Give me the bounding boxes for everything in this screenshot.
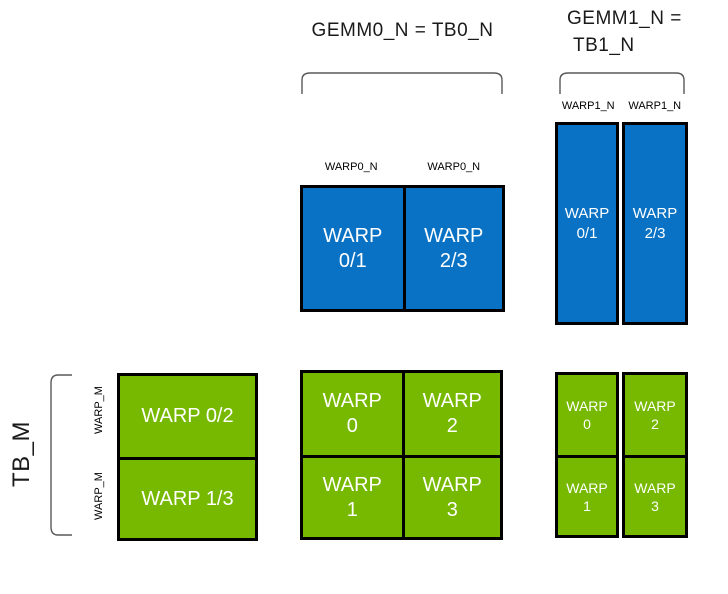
warp-cell-line1: WARP xyxy=(323,224,383,247)
warp-cell-line2: 2/3 xyxy=(644,224,666,242)
warp-cell-line1: WARP xyxy=(566,398,608,414)
warp-cell: WARP 2 xyxy=(625,375,685,455)
tb-m-axis-label: TB_M xyxy=(8,421,35,488)
gemm1-n-title: GEMM1_N = TB1_N xyxy=(567,5,701,59)
gemm1-output-column-1: WARP 0 WARP 1 xyxy=(555,372,619,538)
warp-cell-line2: 0/1 xyxy=(338,249,367,272)
warp1-n-label: WARP1_N xyxy=(561,100,615,112)
gemm0-output-tile: WARP 0 WARP 2 WARP 1 WARP 3 xyxy=(300,370,503,540)
tb-m-brace xyxy=(50,374,72,536)
gemm1-accumulator-column-2: WARP 2/3 xyxy=(622,122,688,325)
warp-cell-line2: 2/3 xyxy=(439,249,468,272)
warp-cell-line2: 0/1 xyxy=(576,224,598,242)
warp-cell: WARP 0 xyxy=(558,375,616,455)
warp-m-label: WARP_M xyxy=(93,472,105,520)
warp1-n-label: WARP1_N xyxy=(628,100,682,112)
tb-m-output-tile: WARP 0/2 WARP 1/3 xyxy=(117,373,258,541)
warp1-n-labels: WARP1_N WARP1_N xyxy=(555,100,688,115)
warp0-n-label: WARP0_N xyxy=(427,161,481,173)
warp-row-cell: WARP 1/3 xyxy=(120,457,255,538)
warp-cell-line1: WARP xyxy=(564,204,610,222)
warp-cell: WARP 3 xyxy=(401,455,500,537)
warp-cell-line2: 1 xyxy=(583,497,591,514)
warp-m-label: WARP_M xyxy=(93,386,105,434)
warp0-n-labels: WARP0_N WARP0_N xyxy=(300,161,505,176)
warp0-n-label: WARP0_N xyxy=(324,161,378,173)
gemm0-n-title: GEMM0_N = TB0_N xyxy=(311,20,494,41)
warp-cell-line1: WARP xyxy=(422,390,482,412)
warp-cell-line2: 1 xyxy=(346,498,358,521)
warp-cell: WARP 1 xyxy=(303,455,402,537)
warp-cell-line1: WARP xyxy=(566,479,608,496)
warp-cell: WARP 1 xyxy=(558,455,616,535)
warp-cell: WARP 0/1 xyxy=(558,125,616,322)
warp-cell-line2: 0 xyxy=(583,416,591,432)
tb1-n-brace xyxy=(559,72,685,94)
warp-cell-line1: WARP xyxy=(422,473,482,496)
warp-row-label: WARP 1/3 xyxy=(141,487,234,510)
warp-cell-line1: WARP xyxy=(634,398,676,414)
warp-cell-line2: 3 xyxy=(446,498,458,521)
gemm1-n-title-line1: GEMM1_N = xyxy=(567,8,682,29)
gemm1-n-title-line2: TB1_N xyxy=(573,35,635,56)
warp-cell-line2: 3 xyxy=(651,497,659,514)
warp-cell: WARP 0/1 xyxy=(303,188,403,309)
warp-cell: WARP 2/3 xyxy=(625,125,685,322)
gemm1-accumulator-column-1: WARP 0/1 xyxy=(555,122,619,325)
warp-row-label: WARP 0/2 xyxy=(141,405,234,427)
warp-row-cell: WARP 0/2 xyxy=(120,376,255,457)
warp-cell-line1: WARP xyxy=(632,204,678,222)
warp-cell-line1: WARP xyxy=(322,473,382,496)
warp-cell-line2: 0 xyxy=(346,415,358,437)
tb0-n-brace xyxy=(301,72,503,94)
gemm1-output-column-2: WARP 2 WARP 3 xyxy=(622,372,688,538)
warp-cell-line1: WARP xyxy=(322,390,382,412)
gemm0-accumulator-tile: WARP 0/1 WARP 2/3 xyxy=(300,185,505,312)
warp-cell-line1: WARP xyxy=(634,479,676,496)
warp-cell: WARP 2/3 xyxy=(402,188,503,309)
warp-cell: WARP 0 xyxy=(303,373,402,455)
warp-cell-line1: WARP xyxy=(424,224,484,247)
warp-cell-line2: 2 xyxy=(651,416,659,432)
warp-cell: WARP 3 xyxy=(625,455,685,535)
warp-cell-line2: 2 xyxy=(446,415,458,437)
warp-cell: WARP 2 xyxy=(401,373,501,455)
